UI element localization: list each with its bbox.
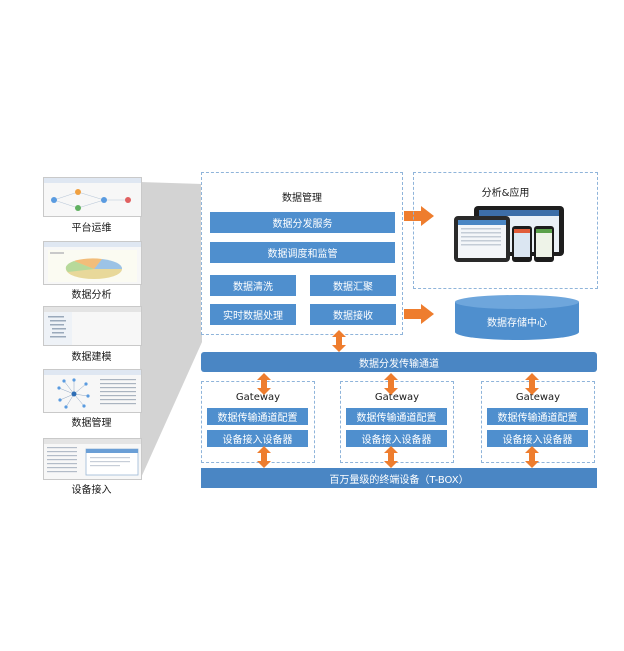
double-arrow-vertical-icon <box>257 446 271 468</box>
data-management-title: 数据管理 <box>282 193 322 204</box>
thumbnail-device-access[interactable] <box>43 438 142 480</box>
gateway-title-2: Gateway <box>374 392 420 403</box>
double-arrow-vertical-icon <box>257 373 271 395</box>
terminal-devices-bar: 百万量级的终端设备（T-BOX） <box>201 468 597 488</box>
double-arrow-vertical-icon <box>332 330 346 352</box>
double-arrow-vertical-icon <box>384 446 398 468</box>
data-storage-label: 数据存储中心 <box>487 318 547 329</box>
gateway-config-box-1: 数据传输通道配置 <box>207 408 308 425</box>
gateway-panel-1 <box>201 381 315 463</box>
tree-list-thumbnail-icon <box>44 307 141 345</box>
radial-graph-thumbnail-icon <box>57 378 136 409</box>
sidebar-item-platform-ops: 平台运维 <box>71 223 112 234</box>
gateway-access-box-2: 设备接入设备器 <box>346 430 447 447</box>
funnel-connector <box>140 182 202 480</box>
thumbnail-data-management[interactable] <box>43 369 142 413</box>
sidebar-item-data-analysis: 数据分析 <box>71 290 112 301</box>
data-scheduling-monitoring-box: 数据调度和监管 <box>210 242 395 263</box>
pie-chart-thumbnail-icon <box>48 250 137 282</box>
tablet-phone-devices-image-icon <box>454 206 564 262</box>
data-aggregation-box: 数据汇聚 <box>310 275 396 296</box>
sidebar-item-data-modeling: 数据建模 <box>71 352 112 363</box>
gateway-config-box-3: 数据传输通道配置 <box>487 408 588 425</box>
data-distribution-service-box: 数据分发服务 <box>210 212 395 233</box>
analysis-application-title: 分析&应用 <box>481 188 530 199</box>
sidebar-item-data-management: 数据管理 <box>71 418 112 429</box>
gateway-panel-2 <box>340 381 454 463</box>
thumbnail-data-analysis[interactable] <box>43 241 142 285</box>
gateway-panel-3 <box>481 381 595 463</box>
gateway-title-1: Gateway <box>235 392 281 403</box>
data-storage-cylinder-icon <box>455 295 579 340</box>
gateway-config-box-2: 数据传输通道配置 <box>346 408 447 425</box>
network-graph-thumbnail-icon <box>51 189 131 211</box>
distribution-channel-bar: 数据分发传输通道 <box>201 352 597 372</box>
gateway-access-box-3: 设备接入设备器 <box>487 430 588 447</box>
realtime-processing-box: 实时数据处理 <box>210 304 296 325</box>
data-cleaning-box: 数据清洗 <box>210 275 296 296</box>
double-arrow-vertical-icon <box>384 373 398 395</box>
double-arrow-vertical-icon <box>525 446 539 468</box>
double-arrow-vertical-icon <box>525 373 539 395</box>
gateway-title-3: Gateway <box>515 392 561 403</box>
thumbnail-data-modeling[interactable] <box>43 306 142 346</box>
sidebar-item-device-access: 设备接入 <box>71 485 112 496</box>
table-dialog-thumbnail-icon <box>44 439 141 476</box>
thumbnail-platform-ops[interactable] <box>43 177 142 217</box>
arrow-right-icon <box>404 304 434 324</box>
data-receiving-box: 数据接收 <box>310 304 396 325</box>
analysis-application-panel <box>413 172 598 289</box>
arrow-right-icon <box>404 206 434 226</box>
gateway-access-box-1: 设备接入设备器 <box>207 430 308 447</box>
